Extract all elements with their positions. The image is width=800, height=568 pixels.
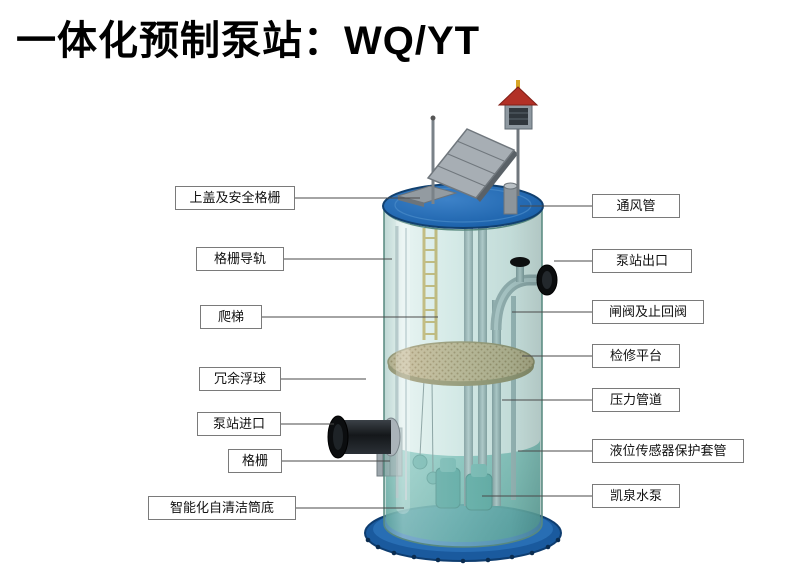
label-top-cover-safety-grille: 上盖及安全格栅 xyxy=(175,186,295,210)
label-station-outlet: 泵站出口 xyxy=(592,249,692,273)
label-vent-pipe: 通风管 xyxy=(592,194,680,218)
outlet-flange xyxy=(510,257,558,296)
label-ladder: 爬梯 xyxy=(200,305,262,329)
label-station-inlet: 泵站进口 xyxy=(197,412,281,436)
control-box xyxy=(497,80,539,196)
connector-lines xyxy=(262,197,592,509)
page-title: 一体化预制泵站：WQ/YT xyxy=(16,19,481,63)
label-kaiquan-pump: 凯泉水泵 xyxy=(592,484,680,508)
solar-panel xyxy=(426,115,518,204)
lid-safety-grille xyxy=(396,185,458,207)
base-bolts xyxy=(365,537,561,564)
label-self-cleaning-bottom: 智能化自清洁筒底 xyxy=(148,496,296,520)
label-redundant-float: 冗余浮球 xyxy=(199,367,281,391)
label-grille: 格栅 xyxy=(228,449,282,473)
label-gate-check-valve: 闸阀及止回阀 xyxy=(592,300,704,324)
label-grille-guide-rail: 格栅导轨 xyxy=(196,247,284,271)
vent-pipe xyxy=(503,182,518,215)
label-service-platform: 检修平台 xyxy=(592,344,680,368)
inlet-pipe xyxy=(327,415,401,459)
label-level-sensor-sleeve: 液位传感器保护套管 xyxy=(592,439,744,463)
label-pressure-pipe: 压力管道 xyxy=(592,388,680,412)
